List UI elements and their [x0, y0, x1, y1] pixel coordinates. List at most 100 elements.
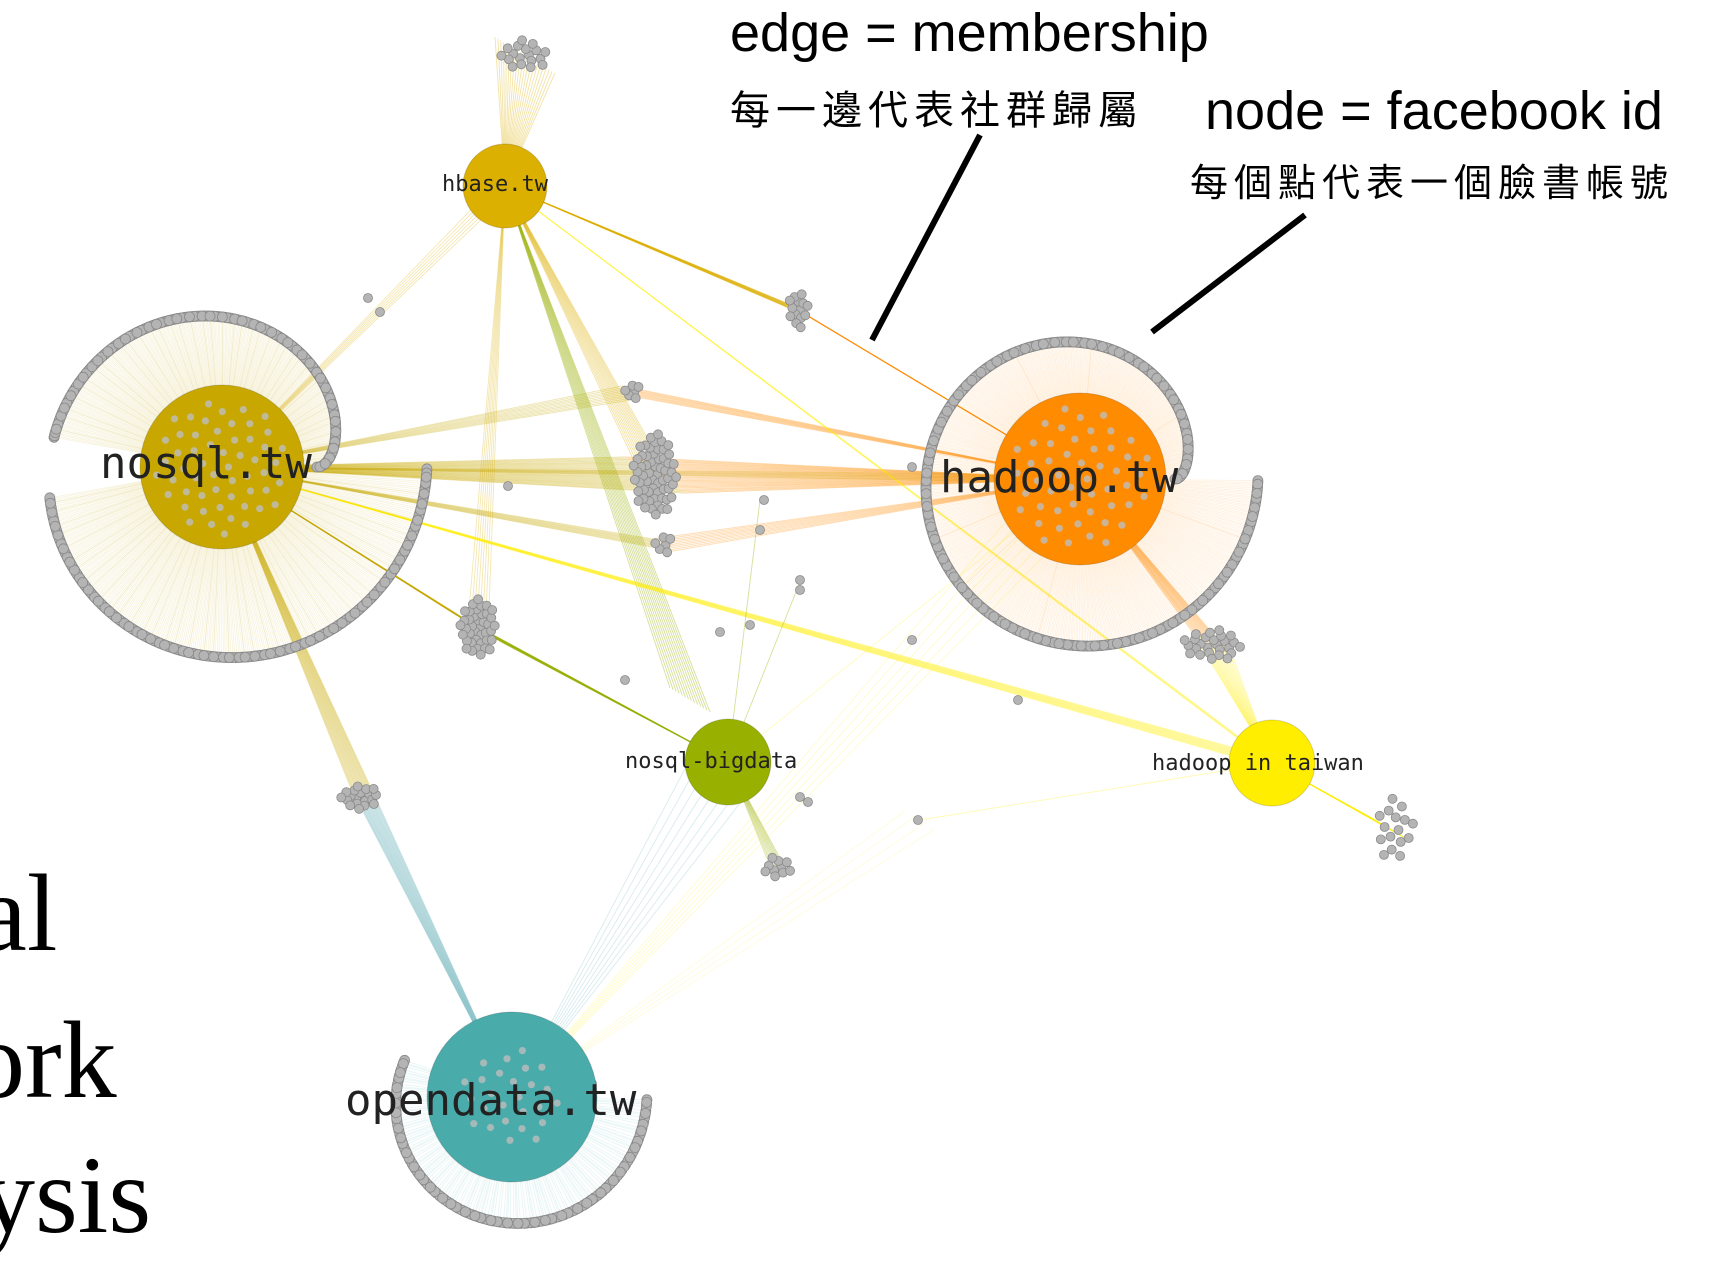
edge-annotation-subtitle: 每一邊代表社群歸屬 — [730, 88, 1144, 134]
member-node-hadoop — [1118, 521, 1126, 529]
shared-member-node — [633, 381, 644, 392]
member-node-nosql — [418, 488, 430, 500]
member-node-nosql — [204, 400, 213, 408]
member-node-nosql — [45, 497, 56, 509]
edge-hbase — [504, 185, 811, 318]
edge-bigdata — [459, 616, 729, 763]
member-node — [715, 627, 725, 637]
member-node-nosql — [120, 333, 131, 345]
member-node-opendata — [512, 1218, 524, 1229]
edge-hbase — [504, 185, 648, 471]
member-node-nosql — [182, 488, 190, 496]
shared-member-node — [537, 60, 548, 70]
shared-member-node — [802, 300, 813, 311]
member-node-opendata — [395, 1132, 407, 1144]
edge-hbase — [504, 185, 680, 694]
member-node-hadoop — [988, 611, 1000, 623]
edge-hbase — [467, 185, 506, 623]
member-node-hadoop — [1019, 343, 1031, 355]
member-node-nosql — [255, 321, 267, 333]
member-node — [913, 815, 923, 825]
shared-member-node — [1403, 833, 1414, 843]
member-node-nosql — [314, 631, 325, 642]
member-node — [803, 797, 813, 807]
edge-opendata — [511, 493, 1106, 1098]
edge-hbase — [504, 185, 654, 475]
member-node-hadoop — [1182, 433, 1194, 445]
member-node-nosql — [199, 507, 207, 515]
edge-bigdata — [481, 629, 729, 763]
member-node-nosql — [77, 577, 89, 588]
member-node-nosql — [330, 426, 342, 438]
member-node-hadoop — [1016, 506, 1024, 514]
edge-bigdata — [463, 619, 729, 763]
member-node-opendata — [539, 1215, 551, 1226]
member-node-nosql — [320, 382, 332, 394]
member-node-opendata — [521, 1064, 530, 1072]
shared-member-node — [496, 50, 507, 61]
member-node-nosql — [319, 458, 331, 470]
shared-member-node — [1206, 653, 1217, 664]
member-node-nosql — [406, 530, 418, 542]
shared-member-node — [1385, 831, 1396, 842]
edge-hbase — [504, 185, 1266, 760]
shared-member-node — [517, 35, 527, 46]
member-node-nosql — [50, 423, 62, 435]
edge-hbase — [504, 185, 671, 689]
edge-nosql — [221, 466, 1268, 761]
shared-member-node — [516, 59, 527, 70]
shared-member-node — [473, 594, 484, 605]
shared-member-node — [486, 635, 497, 645]
member-node-hadoop — [966, 374, 978, 386]
member-node-opendata — [503, 1055, 511, 1063]
hub-label-taiwan: hadoop in taiwan — [1152, 751, 1364, 776]
shared-member-node — [662, 547, 673, 558]
member-node-nosql — [103, 606, 115, 617]
hub-label-nosql: nosql.tw — [100, 438, 312, 489]
edge-bigdata — [496, 638, 729, 763]
member-node-nosql — [394, 554, 406, 566]
member-node-opendata — [485, 1215, 497, 1226]
member-node-nosql — [228, 420, 236, 428]
edge-nosql — [221, 466, 1272, 763]
member-node-nosql — [186, 518, 194, 526]
member-node-hadoop — [1041, 419, 1049, 428]
edge-nosql — [221, 466, 1282, 770]
member-node-hadoop — [1180, 459, 1192, 470]
member-node-nosql — [136, 629, 148, 640]
shared-member-node — [455, 620, 466, 631]
edge-hbase — [504, 185, 642, 467]
member-node-hadoop — [975, 366, 987, 378]
shared-member-node — [633, 496, 644, 506]
member-node-hadoop — [948, 571, 960, 583]
edge-hbase — [504, 185, 794, 308]
shared-member-node — [781, 857, 792, 868]
member-node-nosql — [216, 503, 224, 511]
member-node-nosql — [290, 641, 301, 653]
edge-hbase — [504, 185, 711, 713]
member-node-opendata — [480, 1059, 488, 1067]
member-node-nosql — [246, 420, 254, 428]
edge-bigdata — [472, 624, 729, 763]
member-node-nosql — [213, 427, 221, 435]
member-node-opendata — [502, 1217, 514, 1229]
member-node-hadoop — [1040, 536, 1048, 544]
shared-member-node — [461, 643, 472, 654]
member-node-nosql — [265, 648, 277, 659]
member-node-nosql — [159, 639, 171, 651]
member-node-hadoop — [1101, 519, 1109, 527]
member-node-opendata — [614, 1166, 626, 1178]
member-node-nosql — [186, 413, 195, 421]
edge-hbase — [504, 185, 677, 692]
edge-bigdata — [489, 634, 729, 763]
member-node-nosql — [296, 349, 308, 361]
edge-bigdata — [467, 621, 729, 763]
member-node-hadoop — [1138, 361, 1150, 373]
shared-member-node — [484, 644, 495, 655]
edge-bigdata — [491, 636, 729, 763]
member-node-hadoop — [1113, 347, 1125, 359]
edge-hbase — [504, 185, 797, 310]
edge-bigdata — [487, 633, 729, 763]
edge-hbase — [504, 185, 1271, 763]
member-node-nosql — [282, 337, 294, 349]
